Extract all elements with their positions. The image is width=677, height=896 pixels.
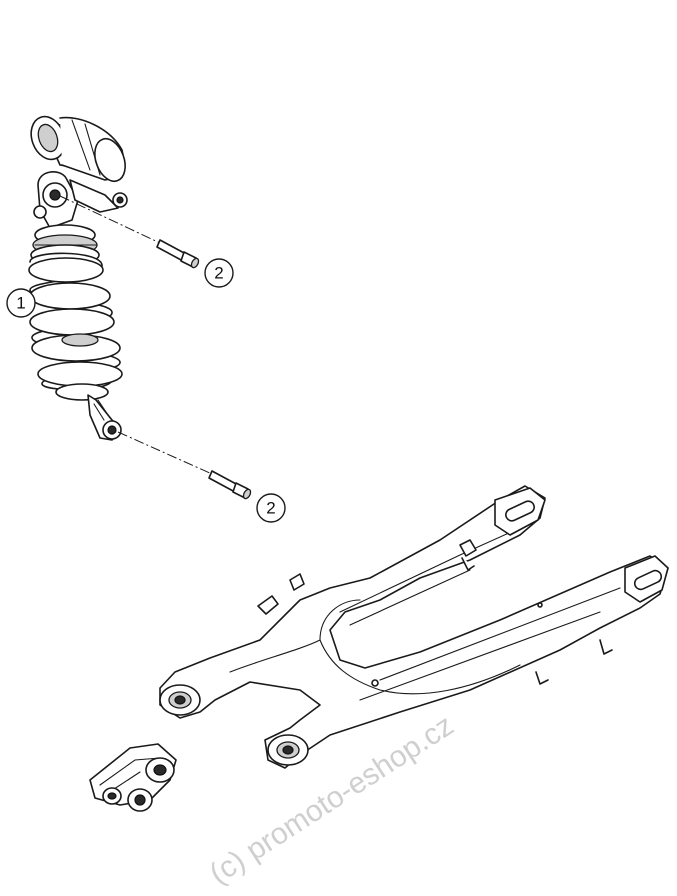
- swingarm-tab: [599, 639, 613, 655]
- callout-1-label: 1: [16, 294, 25, 313]
- swingarm-bracket: [459, 539, 477, 557]
- linkage-rocker: [89, 743, 177, 812]
- callout-1: 1: [6, 288, 36, 318]
- shock-reservoir: [30, 115, 126, 183]
- shock-absorber: [28, 115, 128, 441]
- swingarm-pivot-right: [267, 734, 309, 766]
- bolt-lower: [117, 431, 252, 500]
- callout-2-upper-label: 2: [214, 264, 223, 283]
- swingarm-bracket: [289, 573, 305, 591]
- shock-top-mount: [33, 171, 128, 229]
- swingarm-bracket: [257, 595, 279, 615]
- swingarm-lower-slot: [624, 555, 669, 603]
- callout-2-lower: 2: [256, 493, 286, 523]
- swingarm-bolt-hole: [537, 602, 543, 608]
- swingarm-tab: [535, 671, 549, 685]
- callout-2-lower-label: 2: [266, 499, 275, 518]
- swingarm-pivot-left: [159, 684, 201, 716]
- bolt-upper: [59, 195, 200, 269]
- watermark-text: (c) promoto-eshop.cz: [204, 709, 460, 891]
- swingarm-upper-slot: [494, 487, 546, 536]
- swingarm-bolt-hole: [371, 679, 379, 687]
- shock-spring: [28, 252, 123, 391]
- swingarm-tab: [461, 557, 475, 571]
- shock-lower-clevis: [55, 383, 122, 441]
- swingarm: [159, 485, 669, 769]
- callout-2-upper: 2: [204, 258, 234, 288]
